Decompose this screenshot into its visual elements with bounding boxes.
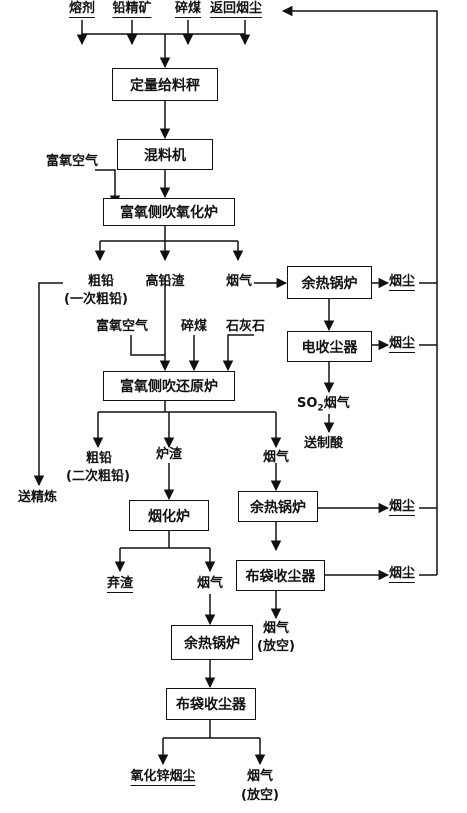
waste-heat-boiler-2-box: 余热锅炉	[171, 625, 253, 660]
oxidation-furnace-box: 富氧侧吹氧化炉	[103, 198, 235, 226]
input-return-dust: 返回烟尘	[210, 1, 263, 18]
feeder-box: 定量给料秤	[112, 68, 218, 101]
mixer-box: 混料机	[117, 139, 213, 170]
oxygen-air-label-1: 富氧空气	[46, 154, 99, 169]
to-refining-label: 送精炼	[18, 490, 58, 505]
flue-gas-3-label: 烟气	[196, 576, 224, 591]
so2-gas-label: SO2烟气	[297, 396, 350, 414]
vent-1-label: (放空)	[257, 639, 295, 654]
vent-2-label: (放空)	[241, 788, 279, 803]
zinc-oxide-dust-label: 氧化锌烟尘	[130, 769, 196, 786]
dust-2-label: 烟尘	[389, 336, 416, 353]
input-lead-concentrate: 铅精矿	[112, 1, 152, 18]
input-flux: 熔剂	[68, 1, 96, 18]
crude-lead-1-label: 粗铅	[88, 274, 115, 289]
dust-3-label: 烟尘	[389, 499, 416, 516]
input-crushed-coal: 碎煤	[174, 1, 202, 18]
discard-slag-label: 弃渣	[106, 576, 134, 593]
electrostatic-precipitator-box: 电收尘器	[287, 331, 372, 362]
oxygen-air-label-2: 富氧空气	[96, 319, 149, 334]
fuming-furnace-box: 烟化炉	[129, 500, 209, 531]
reduction-furnace-box: 富氧侧吹还原炉	[103, 371, 235, 401]
flue-gas-4-label: 烟气	[262, 621, 290, 636]
waste-heat-boiler-3-box: 余热锅炉	[238, 491, 318, 522]
flue-gas-5-label: 烟气	[246, 769, 274, 784]
to-acid-label: 送制酸	[304, 436, 344, 451]
crude-lead-1-note: (一次粗铅)	[64, 292, 128, 307]
dust-1-label: 烟尘	[389, 274, 416, 291]
furnace-slag-label: 炉渣	[155, 447, 183, 462]
high-lead-slag-label: 高铅渣	[145, 274, 185, 289]
dust-4-label: 烟尘	[389, 566, 416, 583]
flue-gas-2-label: 烟气	[262, 450, 290, 465]
crushed-coal-label-2: 碎煤	[181, 319, 208, 334]
crude-lead-2-note: (二次粗铅)	[66, 469, 130, 484]
waste-heat-boiler-1-box: 余热锅炉	[287, 266, 372, 299]
limestone-label: 石灰石	[226, 319, 266, 334]
bag-filter-1-box: 布袋收尘器	[166, 688, 256, 720]
flue-gas-1-label: 烟气	[226, 274, 253, 289]
crude-lead-2-label: 粗铅	[86, 451, 113, 466]
bag-filter-2-box: 布袋收尘器	[236, 560, 325, 591]
